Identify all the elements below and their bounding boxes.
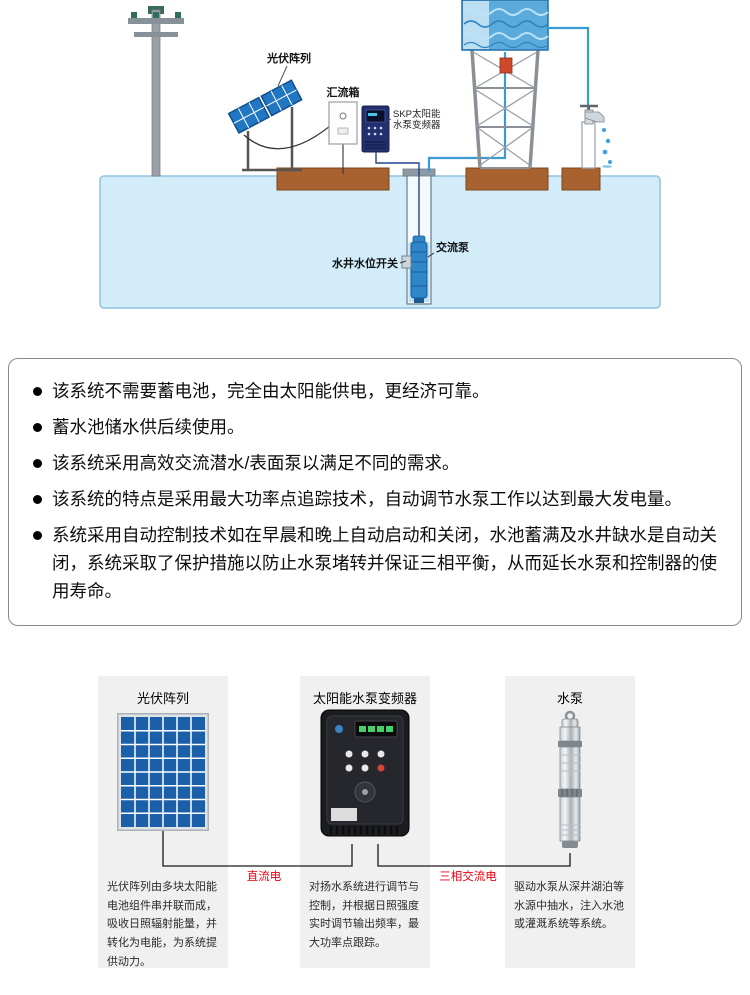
pump-cable bbox=[375, 152, 420, 242]
bullet-icon bbox=[33, 531, 42, 540]
bullet-icon bbox=[33, 459, 42, 468]
water-tower bbox=[470, 49, 540, 169]
panel-title: 水泵 bbox=[556, 691, 583, 706]
inverter-label-line2: 水泵变频器 bbox=[393, 119, 441, 131]
solar-panel-image bbox=[98, 713, 228, 831]
panel-title: 光伏阵列 bbox=[136, 691, 189, 706]
combiner-box: 汇流箱 bbox=[327, 85, 360, 145]
panel-title: 太阳能水泵变频器 bbox=[312, 691, 417, 706]
faucet bbox=[546, 26, 612, 169]
components-section: 光伏阵列 光伏阵列由多块太阳能电池组件串并联而成，吸收日照辐射能量，并转化为电能… bbox=[0, 650, 750, 995]
panel-description: 光伏阵列由多块太阳能电池组件串并联而成，吸收日照辐射能量，并转化为电能，为系统提… bbox=[107, 881, 217, 968]
bullet-icon bbox=[33, 423, 42, 432]
feature-text: 该系统不需要蓄电池，完全由太阳能供电，更经济可靠。 bbox=[52, 381, 490, 401]
panel-description: 对扬水系统进行调节与控制，并根据日照强度实时调节输出频率，最大功率点跟踪。 bbox=[309, 881, 419, 950]
combiner-box-label: 汇流箱 bbox=[327, 85, 360, 99]
component-panel-pump: 水泵 bbox=[505, 676, 635, 968]
underground-water bbox=[99, 175, 661, 309]
feature-item: 蓄水池储水供后续使用。 bbox=[31, 413, 719, 441]
soil-blocks bbox=[276, 167, 601, 191]
feature-text: 系统采用自动控制技术如在早晨和晚上自动启动和关闭，水池蓄满及水井缺水是自动关闭，… bbox=[52, 525, 717, 601]
component-panel-pv: 光伏阵列 光伏阵列由多块太阳能电池组件串并联而成，吸收日照辐射能量，并转化为电能… bbox=[98, 676, 228, 968]
pump-image bbox=[505, 709, 635, 851]
water-drops-icon bbox=[602, 128, 612, 168]
well-level-switch-label: 水井水位开关 bbox=[332, 256, 398, 270]
inverter-label-line1: SKP太阳能 bbox=[393, 108, 441, 120]
feature-item: 该系统采用高效交流潜水/表面泵以满足不同的需求。 bbox=[31, 449, 719, 477]
well-pump bbox=[410, 235, 428, 303]
inverter-image bbox=[300, 708, 430, 840]
feature-text: 蓄水池储水供后续使用。 bbox=[52, 417, 245, 437]
feature-text: 该系统采用高效交流潜水/表面泵以满足不同的需求。 bbox=[52, 453, 460, 473]
system-diagram: 光伏阵列 汇流箱 SKP太阳能 水泵变频器 bbox=[99, 0, 661, 309]
dc-power-label: 直流电 bbox=[247, 869, 282, 883]
bullet-icon bbox=[33, 495, 42, 504]
pv-array: 光伏阵列 bbox=[227, 51, 311, 172]
pv-array-label: 光伏阵列 bbox=[266, 51, 311, 65]
inverter: SKP太阳能 水泵变频器 bbox=[361, 105, 441, 153]
power-pole bbox=[128, 6, 184, 177]
ac-pump-label: 交流泵 bbox=[436, 240, 469, 254]
bullet-icon bbox=[33, 387, 42, 396]
feature-text: 该系统的特点是采用最大功率点追踪技术，自动调节水泵工作以达到最大发电量。 bbox=[52, 489, 682, 509]
component-panel-inverter: 太阳能水泵变频器 bbox=[300, 676, 430, 968]
feature-item: 该系统的特点是采用最大功率点追踪技术，自动调节水泵工作以达到最大发电量。 bbox=[31, 485, 719, 513]
water-tank bbox=[461, 0, 549, 51]
feature-item: 该系统不需要蓄电池，完全由太阳能供电，更经济可靠。 bbox=[31, 377, 719, 405]
pv-to-combiner-wire bbox=[243, 125, 331, 150]
delivery-pipe bbox=[427, 52, 507, 172]
features-box: 该系统不需要蓄电池，完全由太阳能供电，更经济可靠。 蓄水池储水供后续使用。 该系… bbox=[8, 358, 742, 626]
feature-item: 系统采用自动控制技术如在早晨和晚上自动启动和关闭，水池蓄满及水井缺水是自动关闭，… bbox=[31, 521, 719, 605]
ac-power-label: 三相交流电 bbox=[439, 869, 497, 883]
panel-description: 驱动水泵从深井湖泊等水源中抽水，注入水池或灌溉系统等系统。 bbox=[514, 881, 624, 931]
